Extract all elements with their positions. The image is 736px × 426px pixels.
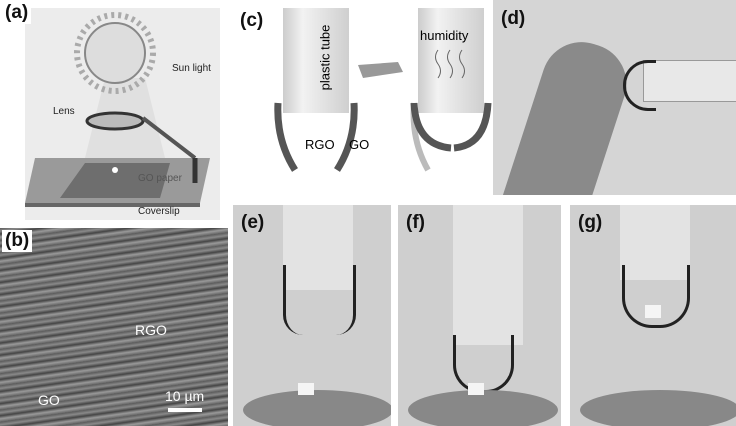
finger-photo: [493, 0, 736, 195]
sem-image: [0, 228, 228, 426]
solar-setup-illustration: [25, 12, 210, 207]
lens-label: Lens: [53, 106, 75, 117]
panel-label-a: (a): [2, 2, 32, 24]
c-rgo-label: RGO: [305, 137, 335, 152]
go-paper-label: GO paper: [138, 173, 182, 184]
c-go-label: GO: [349, 137, 370, 152]
actuator-schematic: [274, 8, 492, 172]
panel-a: [25, 8, 220, 220]
lens-icon: [85, 111, 145, 131]
sun-icon: [74, 12, 156, 94]
scale-bar: [168, 408, 202, 412]
humidity-label: humidity: [420, 28, 469, 43]
photo-e: [233, 205, 391, 426]
panel-label-g: (g): [575, 212, 606, 234]
photo-f: [398, 205, 561, 426]
panel-label-b: (b): [2, 230, 33, 252]
photo-g: [570, 205, 736, 426]
humidity-wave-icon: [435, 49, 465, 79]
sun-light-label: Sun light: [172, 63, 211, 74]
rgo-label: RGO: [135, 322, 167, 338]
panel-label-e: (e): [238, 212, 268, 234]
panel-label-f: (f): [403, 212, 428, 234]
panel-label-d: (d): [498, 8, 529, 30]
scale-bar-label: 10 µm: [165, 388, 205, 404]
arrow-icon: [358, 62, 403, 78]
coverslip-label: Coverslip: [138, 206, 180, 217]
plastic-tube-label: plastic tube: [317, 24, 333, 91]
panel-label-c: (c): [237, 10, 267, 32]
go-label: GO: [38, 392, 60, 408]
